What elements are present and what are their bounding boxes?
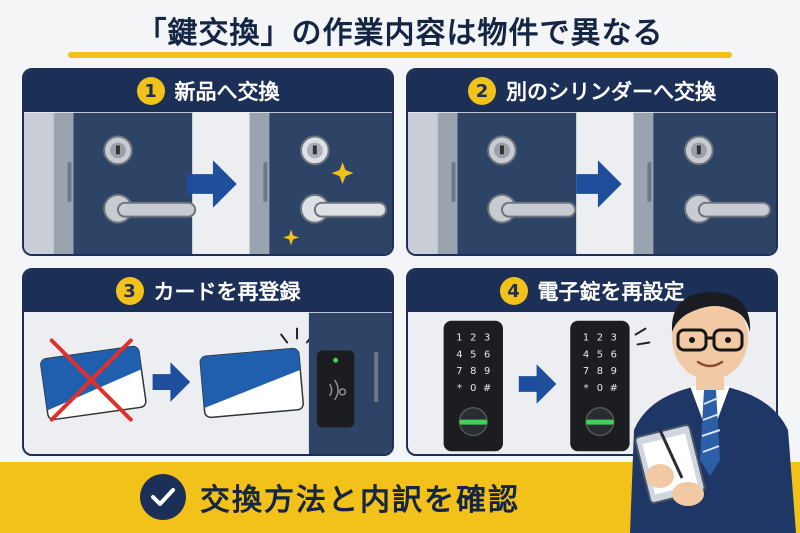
cylinder-lock-icon [103, 135, 133, 166]
bottom-banner-content: 交換方法と内訳を確認 [140, 474, 520, 520]
nfc-icon [329, 379, 347, 401]
panel-title: 新品へ交換 [174, 80, 280, 104]
sparkle-icon [283, 162, 354, 246]
svg-text:*: * [584, 383, 589, 394]
svg-text:9: 9 [484, 366, 490, 377]
bottom-banner-text: 交換方法と内訳を確認 [200, 483, 520, 518]
svg-text:8: 8 [597, 366, 603, 377]
svg-text:9: 9 [611, 366, 617, 377]
cylinder-lock-icon [300, 135, 330, 166]
panel-header: 3 カードを再登録 [24, 270, 392, 312]
svg-text:5: 5 [597, 349, 603, 360]
page-title: 「鍵交換」の作業内容は物件で異なる [136, 16, 664, 51]
door-before [24, 112, 193, 254]
cylinder-change-illustration [408, 112, 776, 254]
door-handle-icon [487, 193, 577, 224]
panel-title: カードを再登録 [153, 280, 301, 304]
svg-text:2: 2 [597, 332, 603, 343]
svg-text:8: 8 [470, 366, 476, 377]
svg-text:5: 5 [470, 349, 476, 360]
svg-text:#: # [483, 383, 491, 394]
svg-text:6: 6 [611, 349, 617, 360]
right-arrow-icon [576, 160, 622, 208]
panel-title: 別のシリンダーへ交換 [506, 80, 716, 104]
door-handle-icon [300, 193, 388, 224]
step-number-badge: 3 [115, 277, 144, 305]
svg-text:0: 0 [470, 383, 476, 394]
new-card [199, 327, 314, 419]
svg-text:4: 4 [456, 349, 462, 360]
svg-text:2: 2 [470, 332, 476, 343]
panel-card-reregister: 3 カードを再登録 [22, 268, 394, 456]
door-handle-icon [683, 193, 772, 224]
svg-text:1: 1 [456, 332, 462, 343]
cross-icon [49, 338, 133, 422]
step-number-badge: 1 [136, 77, 165, 105]
staff-person-illustration [630, 292, 796, 533]
cylinder-lock-icon [683, 135, 714, 166]
check-icon [140, 474, 186, 520]
right-arrow-icon [187, 160, 237, 208]
panel-replace-other-cylinder: 2 別のシリンダーへ交換 [406, 68, 778, 256]
svg-text:0: 0 [597, 383, 603, 394]
card-reader [316, 350, 355, 428]
step-number-badge: 4 [499, 277, 528, 305]
card-reregister-illustration [40, 312, 392, 454]
panel-header: 1 新品へ交換 [24, 70, 392, 112]
svg-text:7: 7 [583, 366, 589, 377]
step-number-badge: 2 [468, 77, 496, 105]
panel-header: 2 別のシリンダーへ交換 [408, 70, 776, 112]
svg-text:7: 7 [456, 366, 462, 377]
right-arrow-icon [152, 362, 191, 402]
door-after [249, 112, 392, 254]
door-handle-icon [103, 193, 197, 224]
svg-text:1: 1 [583, 332, 589, 343]
panel-title: 電子錠を再設定 [537, 280, 685, 304]
svg-text:3: 3 [611, 332, 617, 343]
svg-text:4: 4 [583, 349, 589, 360]
lock-replace-illustration [24, 112, 392, 254]
svg-text:3: 3 [484, 332, 490, 343]
svg-text:*: * [457, 383, 462, 394]
svg-text:#: # [610, 383, 618, 394]
door-before [408, 112, 577, 254]
panel-replace-new: 1 新品へ交換 [22, 68, 394, 256]
cylinder-lock-icon [487, 135, 517, 166]
door-after [633, 112, 776, 254]
right-arrow-icon [518, 364, 557, 404]
title-underline [68, 52, 732, 58]
svg-text:6: 6 [484, 349, 490, 360]
